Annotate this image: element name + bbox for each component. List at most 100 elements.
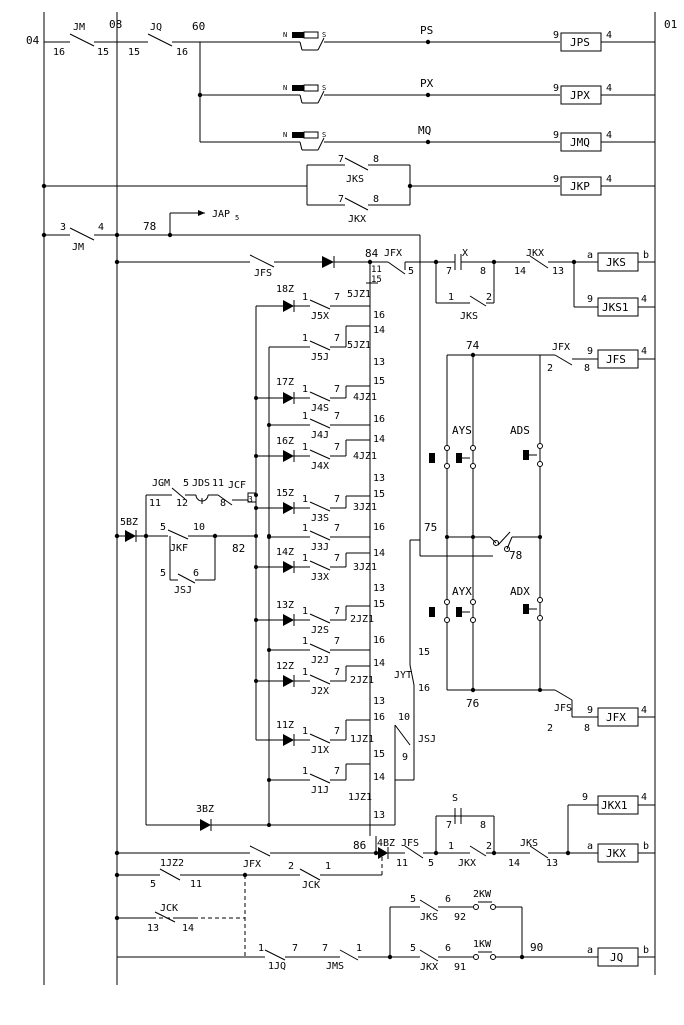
contact-jfs-86: JFS xyxy=(401,838,419,849)
svg-text:11: 11 xyxy=(149,498,161,509)
switch-1kw: 1KW xyxy=(473,939,492,950)
button-ays[interactable] xyxy=(456,453,462,463)
svg-text:1: 1 xyxy=(302,553,308,564)
diode-18z: 18Z xyxy=(276,284,294,295)
svg-text:1: 1 xyxy=(302,636,308,647)
svg-text:5: 5 xyxy=(410,894,416,905)
svg-text:6: 6 xyxy=(445,894,451,905)
svg-text:11: 11 xyxy=(190,879,202,890)
svg-text:4: 4 xyxy=(606,130,612,141)
svg-text:6: 6 xyxy=(193,568,199,579)
svg-text:1: 1 xyxy=(302,726,308,737)
svg-text:1: 1 xyxy=(302,766,308,777)
svg-text:7: 7 xyxy=(334,636,340,647)
svg-text:5: 5 xyxy=(160,568,166,579)
svg-text:1: 1 xyxy=(302,333,308,344)
button-ays-label: AYS xyxy=(452,424,472,437)
svg-text:10: 10 xyxy=(193,522,205,533)
svg-text:a: a xyxy=(587,841,593,852)
svg-text:9: 9 xyxy=(553,83,559,94)
svg-text:b: b xyxy=(643,841,649,852)
button-ads-label: ADS xyxy=(510,424,530,437)
svg-text:1: 1 xyxy=(302,667,308,678)
contact-jyt: JYT xyxy=(394,670,412,681)
svg-text:JMQ: JMQ xyxy=(570,136,590,149)
button-ayx-left[interactable] xyxy=(429,607,435,617)
svg-text:6: 6 xyxy=(445,943,451,954)
svg-text:JFS: JFS xyxy=(606,353,626,366)
svg-text:14: 14 xyxy=(373,772,385,783)
svg-text:4: 4 xyxy=(641,705,647,716)
svg-text:9: 9 xyxy=(553,130,559,141)
svg-text:7: 7 xyxy=(334,442,340,453)
svg-text:9: 9 xyxy=(553,30,559,41)
svg-text:JQ: JQ xyxy=(610,951,623,964)
svg-text:9: 9 xyxy=(582,792,588,803)
floor-contact-1jz1-a: 1JZ1 xyxy=(350,734,374,745)
svg-text:S: S xyxy=(322,84,326,92)
svg-text:9: 9 xyxy=(587,346,593,357)
contact-jfs-r1: JFS xyxy=(254,268,272,279)
svg-text:14: 14 xyxy=(373,434,385,445)
svg-text:N: N xyxy=(283,31,287,39)
svg-text:7: 7 xyxy=(338,154,344,165)
contact-jkx-bottom: JKX xyxy=(420,962,438,973)
svg-text:9: 9 xyxy=(587,705,593,716)
svg-text:JFX: JFX xyxy=(606,711,626,724)
node-84: 84 xyxy=(365,247,379,260)
button-ayx[interactable] xyxy=(456,607,462,617)
svg-text:16: 16 xyxy=(373,414,385,425)
svg-text:S: S xyxy=(322,31,326,39)
contact-1jq: 1JQ xyxy=(268,961,286,972)
svg-text:J1X: J1X xyxy=(311,745,329,756)
diode-13z: 13Z xyxy=(276,600,294,611)
svg-text:4: 4 xyxy=(641,346,647,357)
svg-text:7: 7 xyxy=(334,523,340,534)
svg-text:16: 16 xyxy=(373,522,385,533)
node-08: 08 xyxy=(109,18,122,31)
svg-text:9: 9 xyxy=(402,752,408,763)
svg-text:J2X: J2X xyxy=(311,686,329,697)
svg-text:7: 7 xyxy=(334,384,340,395)
svg-text:11: 11 xyxy=(396,858,408,869)
svg-text:16: 16 xyxy=(176,47,188,58)
svg-text:10: 10 xyxy=(398,712,410,723)
svg-text:5: 5 xyxy=(160,522,166,533)
svg-text:7: 7 xyxy=(334,766,340,777)
svg-text:4: 4 xyxy=(606,174,612,185)
svg-text:13: 13 xyxy=(552,266,564,277)
svg-text:8: 8 xyxy=(584,363,590,374)
switch-mq: MQ xyxy=(418,124,431,137)
svg-text:4: 4 xyxy=(641,294,647,305)
svg-text:15: 15 xyxy=(373,599,385,610)
button-ays-left[interactable] xyxy=(429,453,435,463)
svg-text:16: 16 xyxy=(373,712,385,723)
svg-text:JKS1: JKS1 xyxy=(602,301,629,314)
node-01: 01 xyxy=(664,18,677,31)
button-adx[interactable] xyxy=(523,604,529,614)
node-60: 60 xyxy=(192,20,205,33)
svg-text:b: b xyxy=(643,250,649,261)
jap-label: JAP xyxy=(212,209,230,220)
contact-jkx-86: JKX xyxy=(458,858,476,869)
switch-2kw: 2KW xyxy=(473,889,492,900)
svg-text:5: 5 xyxy=(410,943,416,954)
floor-contact-3jz1-a: 3JZ1 xyxy=(353,502,377,513)
svg-text:1: 1 xyxy=(302,442,308,453)
button-ads[interactable] xyxy=(523,450,529,460)
svg-text:JKS: JKS xyxy=(606,256,626,269)
svg-text:4: 4 xyxy=(606,30,612,41)
diode-5bz: 5BZ xyxy=(120,517,138,528)
contact-jcf: JCF xyxy=(228,480,246,491)
node-82: 82 xyxy=(232,542,245,555)
node-86: 86 xyxy=(353,839,366,852)
svg-text:J3S: J3S xyxy=(311,513,329,524)
svg-text:JKX1: JKX1 xyxy=(601,799,628,812)
contact-jks-r1: JKS xyxy=(460,311,478,322)
